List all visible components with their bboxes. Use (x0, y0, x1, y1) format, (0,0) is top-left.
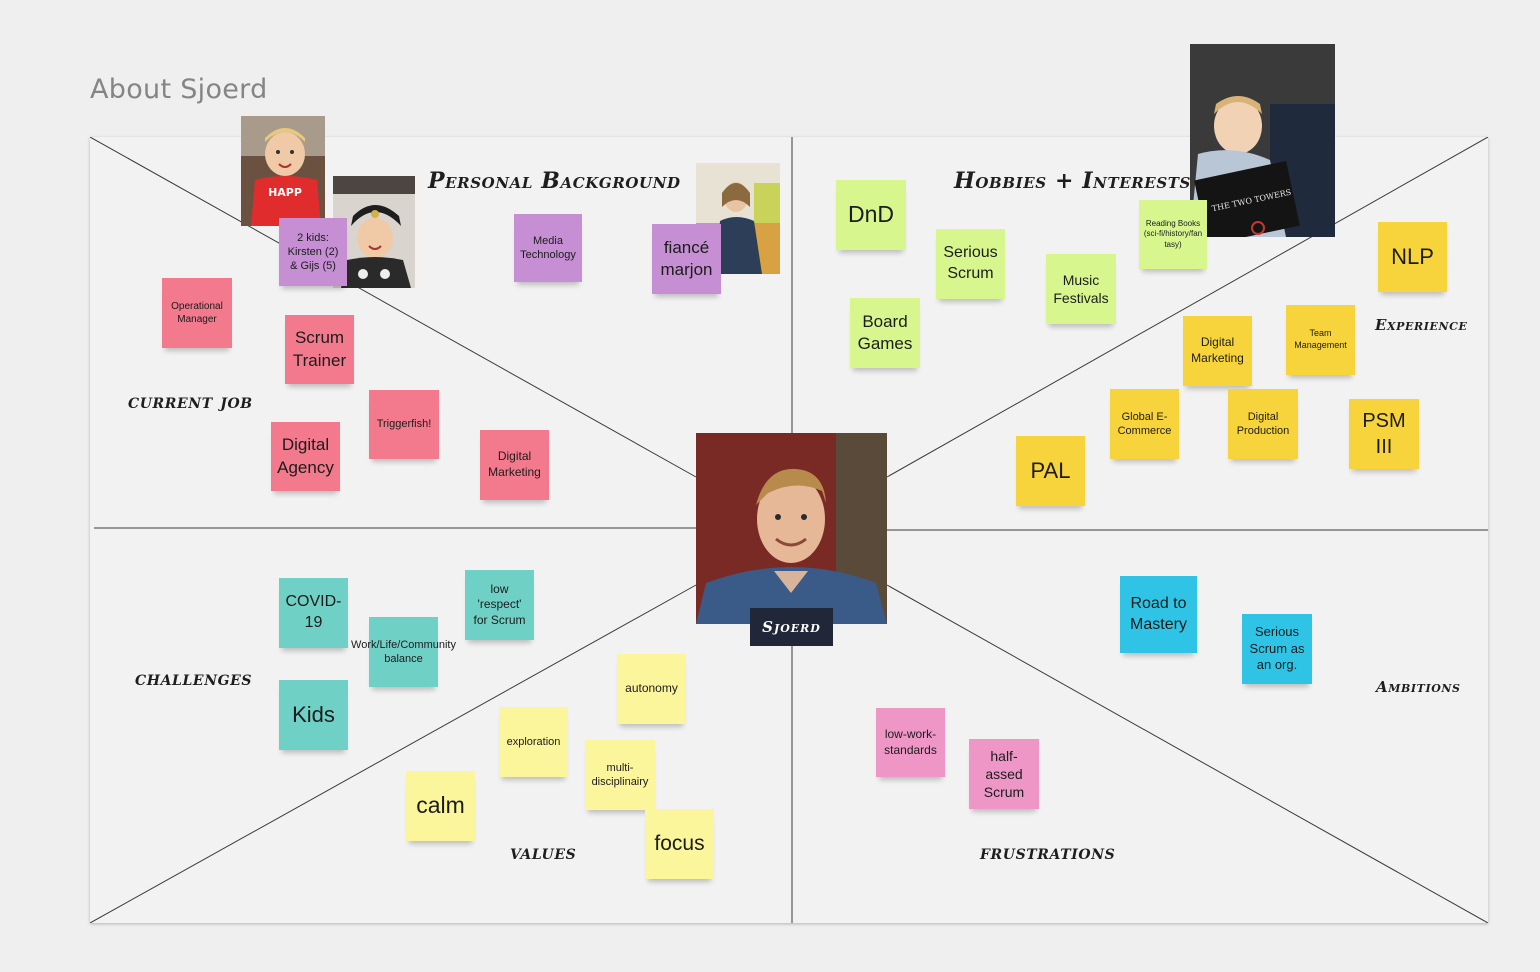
sticky-multidisciplinairy[interactable]: multi-disciplinairy (585, 740, 655, 810)
sticky-music-festivals[interactable]: Music Festivals (1046, 254, 1116, 324)
label-values: values (510, 840, 577, 864)
sjoerd-portrait[interactable] (696, 433, 887, 624)
sticky-team-management[interactable]: Team Management (1286, 305, 1355, 375)
label-hobbies: Hobbies + Interests (954, 168, 1191, 194)
sticky-dnd[interactable]: DnD (836, 180, 906, 250)
sticky-work-life[interactable]: Work/Life/Community balance (351, 617, 456, 687)
sticky-board-games[interactable]: Board Games (850, 298, 920, 368)
sticky-reading-books[interactable]: Reading Books (sci-fi/history/fantasy) (1139, 200, 1207, 269)
sticky-media-technology[interactable]: Media Technology (514, 214, 582, 282)
sticky-scrum-trainer[interactable]: Scrum Trainer (285, 315, 354, 384)
sticky-serious-scrum-hobby[interactable]: Serious Scrum (936, 229, 1005, 299)
sticky-covid[interactable]: COVID-19 (279, 578, 348, 648)
label-current-job: current job (128, 389, 253, 413)
daughter-photo[interactable]: HAPP (241, 116, 325, 226)
label-frustrations: frustrations (980, 840, 1116, 864)
sticky-low-work-standards[interactable]: low-work-standards (876, 708, 945, 777)
label-ambitions: Ambitions (1376, 678, 1461, 696)
sticky-exploration[interactable]: exploration (499, 707, 568, 777)
sticky-fiance[interactable]: fiancé marjon (652, 224, 721, 294)
sticky-digital-production[interactable]: Digital Production (1228, 389, 1298, 459)
sticky-kids-challenge[interactable]: Kids (279, 680, 348, 750)
sticky-autonomy[interactable]: autonomy (617, 654, 686, 724)
center-name-tag: Sjoerd (750, 608, 833, 646)
sticky-digital-marketing-job[interactable]: Digital Marketing (480, 430, 549, 500)
sticky-psm-iii[interactable]: PSM III (1349, 399, 1419, 469)
sticky-nlp[interactable]: NLP (1378, 222, 1447, 292)
sticky-pal[interactable]: PAL (1016, 436, 1085, 506)
sticky-triggerfish[interactable]: Triggerfish! (369, 390, 439, 459)
board-dividers (90, 137, 1488, 923)
sticky-calm[interactable]: calm (406, 771, 475, 841)
sticky-road-to-mastery[interactable]: Road to Mastery (1120, 576, 1197, 653)
sticky-digital-agency[interactable]: Digital Agency (271, 422, 340, 491)
label-experience: Experience (1375, 316, 1468, 334)
label-personal-background: Personal Background (428, 168, 681, 194)
sticky-global-ecommerce[interactable]: Global E-Commerce (1110, 389, 1179, 459)
shirt-text: HAPP (268, 186, 302, 199)
frame-title: About Sjoerd (90, 74, 268, 105)
sticky-half-assed-scrum[interactable]: half-assed Scrum (969, 739, 1039, 809)
sticky-low-respect[interactable]: low 'respect' for Scrum (465, 570, 534, 640)
label-challenges: challenges (135, 666, 253, 690)
sticky-operational-manager[interactable]: Operational Manager (162, 278, 232, 348)
sticky-serious-scrum-org[interactable]: Serious Scrum as an org. (1242, 614, 1312, 684)
sticky-digital-marketing-exp[interactable]: Digital Marketing (1183, 316, 1252, 386)
sticky-kids[interactable]: 2 kids: Kirsten (2) & Gijs (5) (279, 218, 347, 286)
sticky-focus[interactable]: focus (645, 809, 714, 879)
baby-reading-photo[interactable]: THE TWO TOWERS (1190, 44, 1335, 237)
